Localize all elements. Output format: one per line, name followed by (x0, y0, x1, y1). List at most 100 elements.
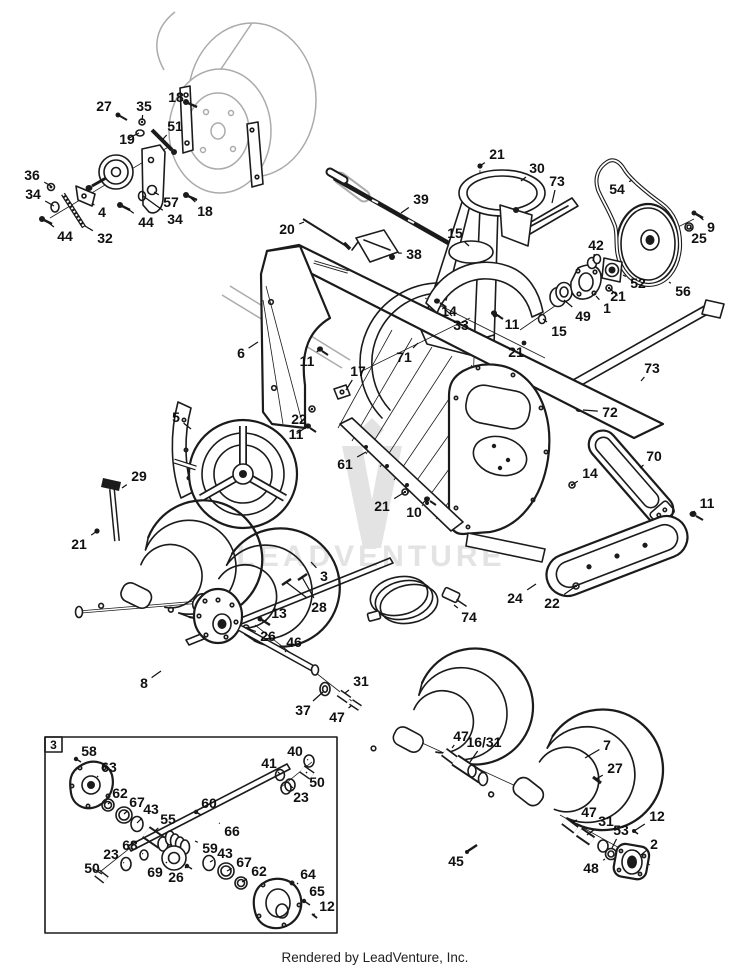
leader-line (165, 861, 168, 864)
leader-line (123, 810, 128, 815)
part-number-label: 15 (551, 323, 567, 339)
leader-line (226, 867, 233, 872)
leader-line (622, 274, 627, 278)
leader-line (595, 295, 600, 301)
part-number-label: 20 (279, 221, 295, 237)
part-number-label: 11 (300, 353, 315, 369)
leader-line (162, 134, 168, 140)
part-number-label: 71 (396, 349, 412, 365)
part-number-label: 56 (675, 283, 691, 299)
leader-line (48, 222, 55, 228)
part-number-label: 49 (575, 308, 591, 324)
part-number-label: 32 (97, 230, 113, 246)
leader-line (136, 817, 143, 824)
leader-line (584, 748, 600, 759)
part-number-label: 18 (168, 89, 184, 105)
part-number-label: 28 (311, 599, 327, 615)
leader-line (141, 852, 144, 855)
part-number-label: 14 (441, 303, 457, 319)
leader-line (542, 318, 548, 323)
leader-line (91, 202, 95, 206)
part-number-label: 7 (603, 737, 611, 753)
part-number-label: 37 (295, 702, 311, 718)
leader-line (592, 253, 595, 262)
leader-line (43, 181, 52, 187)
leader-line (344, 689, 350, 694)
leader-line (248, 341, 259, 349)
leader-line (127, 132, 140, 140)
leader-line (689, 226, 693, 230)
leader-line (563, 585, 577, 595)
leader-line (277, 771, 281, 775)
leader-line (633, 823, 646, 832)
part-number-label: 25 (691, 230, 707, 246)
part-number-label: 73 (644, 360, 660, 376)
leader-line (611, 838, 618, 849)
inset-box-label: 3 (50, 738, 57, 752)
leader-line (115, 113, 121, 117)
part-number-label: 67 (236, 854, 252, 870)
leader-line (443, 307, 453, 317)
part-number-label: 11 (505, 316, 520, 332)
leader-line (154, 827, 159, 832)
part-number-label: 29 (131, 468, 147, 484)
leader-line (640, 849, 647, 856)
part-number-label: 16/31 (466, 734, 501, 750)
part-number-label: 34 (25, 186, 41, 202)
leader-line (142, 195, 164, 211)
part-number-label: 12 (649, 808, 665, 824)
leader-line (479, 162, 486, 167)
part-number-label: 55 (160, 811, 176, 827)
part-number-label: 17 (350, 363, 366, 379)
leader-line (44, 200, 55, 207)
leader-line (183, 422, 192, 430)
part-number-label: 73 (549, 173, 565, 189)
part-number-label: 43 (217, 845, 233, 861)
part-number-label: 34 (167, 211, 183, 227)
leader-line (356, 451, 367, 458)
leader-line (699, 216, 704, 221)
power-cable (366, 575, 467, 625)
part-number-label: 38 (406, 246, 422, 262)
housing-side-panel (447, 363, 551, 536)
auger-right-assembly (363, 643, 671, 881)
leader-line (284, 650, 287, 653)
part-number-label: 13 (271, 605, 287, 621)
part-number-label: 47 (581, 804, 597, 820)
part-number-label: 40 (287, 743, 303, 759)
leader-line (248, 628, 257, 633)
part-number-label: 70 (646, 448, 662, 464)
part-number-label: 74 (461, 609, 477, 625)
part-number-label: 65 (309, 883, 325, 899)
handle-70 (587, 429, 704, 526)
leader-line (310, 408, 313, 411)
part-number-label: 72 (602, 404, 618, 420)
part-number-label: 23 (103, 846, 119, 862)
shaft-bar-3 (185, 488, 409, 646)
leader-line (586, 829, 595, 836)
inset-shaft-66 (127, 763, 291, 852)
inset-gear-housing (69, 760, 114, 810)
support-rod-29 (94, 478, 121, 542)
leader-line (582, 409, 598, 412)
part-number-label: 45 (448, 853, 464, 869)
part-number-label: 26 (168, 869, 184, 885)
part-number-label: 42 (588, 237, 604, 253)
leader-line (218, 822, 221, 825)
leader-line (466, 848, 471, 853)
leader-line (107, 801, 111, 805)
part-number-label: 31 (598, 813, 614, 829)
leader-line (306, 758, 309, 761)
leader-line (602, 858, 606, 861)
part-number-label: 57 (163, 194, 179, 210)
part-number-label: 53 (613, 822, 629, 838)
part-number-label: 61 (337, 456, 353, 472)
leader-line (316, 348, 321, 353)
leader-line (153, 191, 160, 196)
leader-line (608, 287, 618, 297)
part-number-label: 66 (224, 823, 240, 839)
inset-gear-cover (252, 877, 303, 930)
part-number-label: 46 (286, 634, 302, 650)
part-number-label: 47 (329, 709, 345, 725)
